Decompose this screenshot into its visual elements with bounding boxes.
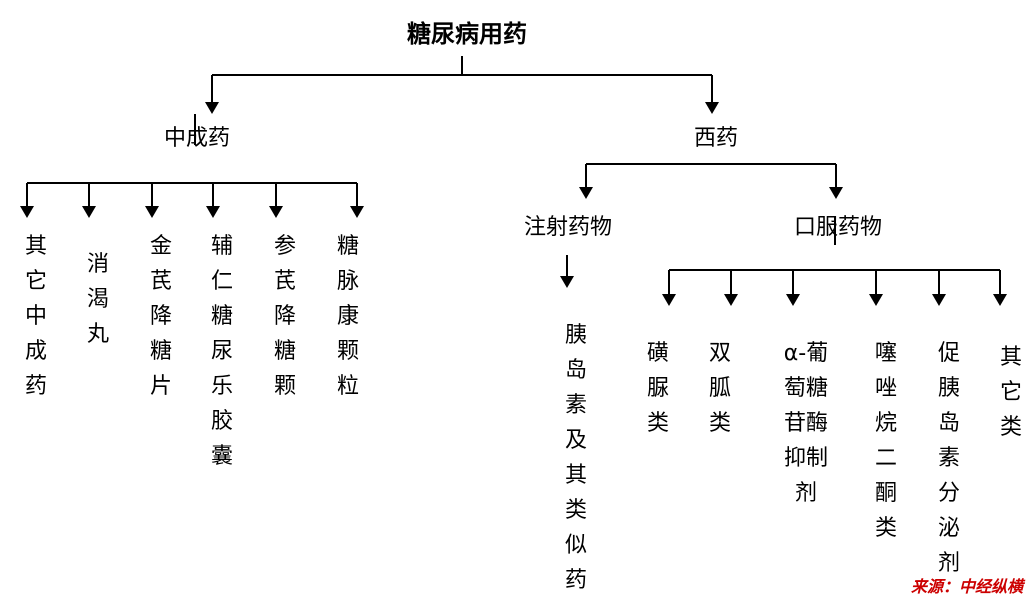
leaf-char: 乐 [210, 374, 233, 399]
leaf-char: 其 [999, 345, 1022, 370]
leaf-oral-2: α-葡萄糖苷酶抑制剂 [774, 336, 838, 511]
node-oral: 口服药物 [794, 215, 883, 240]
leaf-char: 岛 [937, 411, 960, 436]
leaf-char: 胍 [708, 376, 731, 401]
source-label: 来源：中经纵横 [910, 577, 1023, 596]
leaf-char: 渴 [86, 287, 109, 312]
leaf-char: 糖 [273, 339, 296, 364]
leaf-char: 胰 [564, 323, 587, 348]
node-injection: 注射药物 [524, 215, 613, 240]
node-western: 西药 [694, 126, 739, 151]
leaf-char: 片 [149, 374, 172, 399]
leaf-char: 辅 [210, 234, 233, 259]
leaf-char: 二 [874, 446, 897, 471]
leaf-injection-0: 胰岛素及其类似药 [561, 318, 591, 598]
leaf-oral-4: 促胰岛素分泌剂 [934, 336, 964, 581]
leaf-char: 岛 [564, 358, 587, 383]
leaf-char: 磺 [646, 341, 669, 366]
leaf-char: 素 [564, 393, 587, 418]
leaf-char: 类 [874, 516, 897, 541]
leaf-char: 丸 [86, 322, 109, 347]
leaf-line: 萄糖 [783, 376, 828, 401]
leaf-line: 剂 [794, 481, 817, 506]
leaf-char: 降 [149, 304, 172, 329]
leaf-char: 双 [708, 341, 731, 366]
leaf-tcm-4: 参芪降糖颗 [270, 229, 300, 404]
leaf-char: 噻 [874, 341, 897, 366]
leaf-oral-5: 其它类 [996, 340, 1026, 445]
leaf-tcm-1: 消渴丸 [83, 247, 113, 352]
leaf-char: 酮 [874, 481, 897, 506]
arrow-oral [829, 187, 843, 199]
leaf-char: 胶 [210, 409, 233, 434]
leaf-oral-0: 磺脲类 [643, 336, 673, 441]
leaf-char: 分 [937, 481, 960, 506]
leaf-line: 抑制 [783, 446, 828, 471]
leaf-char: 仁 [210, 269, 233, 294]
leaf-char: 尿 [210, 339, 233, 364]
leaf-char: 芪 [149, 269, 172, 294]
leaf-char: 糖 [149, 339, 172, 364]
leaf-char: 药 [564, 568, 587, 593]
leaf-oral-3: 噻唑烷二酮类 [871, 336, 901, 546]
leaf-char: 烷 [874, 411, 897, 436]
leaf-char: 它 [24, 269, 47, 294]
leaf-char: 芪 [273, 269, 296, 294]
leaf-char: 中 [24, 304, 47, 329]
leaf-char: 唑 [874, 376, 897, 401]
arrow-tcm [205, 102, 219, 114]
leaf-char: 类 [564, 498, 587, 523]
leaf-char: 它 [999, 380, 1022, 405]
node-tcm: 中成药 [164, 126, 231, 151]
leaf-char: 康 [336, 304, 359, 329]
leaf-char: 脉 [336, 269, 359, 294]
leaf-char: 糖 [336, 234, 359, 259]
leaf-char: 促 [937, 341, 960, 366]
leaf-oral-1: 双胍类 [705, 336, 735, 441]
leaf-char: 消 [86, 252, 109, 277]
leaf-char: 类 [646, 411, 669, 436]
leaf-char: 降 [273, 304, 296, 329]
leaf-char: 粒 [336, 374, 359, 399]
diagram-title: 糖尿病用药 [407, 20, 527, 48]
leaf-tcm-0: 其它中成药 [21, 229, 51, 404]
leaf-char: 药 [24, 374, 47, 399]
leaf-char: 泌 [937, 516, 960, 541]
leaf-char: 似 [564, 533, 587, 558]
leaf-char: 其 [24, 234, 47, 259]
leaf-tcm-5: 糖脉康颗粒 [333, 229, 363, 404]
leaf-line: α-葡 [783, 341, 829, 366]
leaf-char: 金 [149, 234, 172, 259]
leaf-char: 其 [564, 463, 587, 488]
leaf-char: 颗 [336, 339, 359, 364]
leaf-char: 糖 [210, 304, 233, 329]
leaf-char: 参 [273, 234, 296, 259]
leaf-char: 成 [24, 339, 47, 364]
leaf-char: 类 [708, 411, 731, 436]
leaf-char: 胰 [937, 376, 960, 401]
leaf-char: 素 [937, 446, 960, 471]
leaf-tcm-2: 金芪降糖片 [146, 229, 176, 404]
leaf-char: 脲 [646, 376, 669, 401]
leaf-char: 囊 [210, 444, 233, 469]
arrow-injection [579, 187, 593, 199]
leaf-char: 类 [999, 415, 1022, 440]
leaf-line: 苷酶 [783, 411, 828, 436]
leaf-char: 及 [564, 428, 587, 453]
leaf-char: 颗 [273, 374, 296, 399]
leaf-char: 剂 [937, 551, 960, 576]
arrow-western [705, 102, 719, 114]
leaf-tcm-3: 辅仁糖尿乐胶囊 [207, 229, 237, 474]
